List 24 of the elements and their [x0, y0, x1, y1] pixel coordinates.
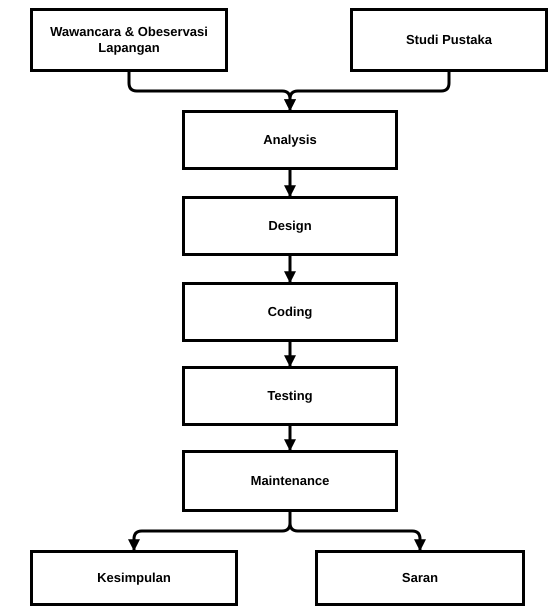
- box-label: Coding: [268, 304, 312, 320]
- process-box: [182, 366, 398, 426]
- arrow: [284, 342, 296, 368]
- box-label: Kesimpulan: [97, 570, 171, 586]
- box-label: Wawancara & Obeservasi Lapangan: [49, 24, 209, 56]
- arrow: [284, 72, 450, 112]
- process-box: [182, 110, 398, 170]
- box-label: Design: [268, 218, 312, 234]
- arrow: [288, 512, 426, 552]
- process-box: [315, 550, 525, 606]
- process-box: [30, 550, 238, 606]
- process-box: [30, 8, 228, 72]
- process-box: [350, 8, 548, 72]
- box-label: Studi Pustaka: [406, 32, 492, 48]
- box-label: Analysis: [263, 132, 317, 148]
- box-label: Testing: [267, 388, 313, 404]
- box-label: Maintenance: [250, 472, 330, 490]
- process-box: [182, 196, 398, 256]
- arrow: [284, 256, 296, 284]
- process-box: [182, 450, 398, 512]
- process-box: [182, 282, 398, 342]
- box-label: Saran: [402, 570, 438, 586]
- arrow: [284, 170, 296, 198]
- arrow: [284, 426, 296, 452]
